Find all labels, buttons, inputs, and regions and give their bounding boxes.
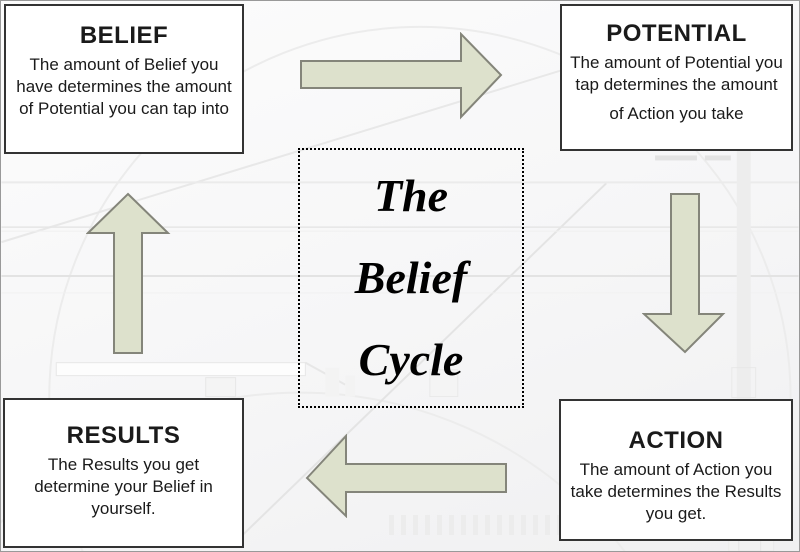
node-potential: POTENTIAL The amount of Potential you ta… — [560, 4, 793, 151]
node-action: ACTION The amount of Action you take det… — [559, 399, 793, 541]
arrow-action-to-results-left-icon — [305, 434, 507, 518]
results-heading: RESULTS — [66, 422, 181, 449]
arrow-left-shape — [305, 434, 507, 518]
arrow-right-shape — [300, 32, 503, 120]
node-belief: BELIEF The amount of Belief you have det… — [4, 4, 244, 154]
potential-body-line2: of Action you take — [609, 104, 744, 123]
potential-body: The amount of Potential you tap determin… — [570, 53, 783, 94]
center-title-line-3: Cycle — [358, 334, 464, 385]
action-body: The amount of Action you take determines… — [570, 460, 782, 523]
arrow-down-shape — [642, 193, 726, 354]
center-title-box: The Belief Cycle — [298, 148, 524, 408]
action-heading: ACTION — [628, 427, 724, 454]
belief-body: The amount of Belief you have determines… — [16, 55, 232, 118]
arrow-potential-to-action-down-icon — [642, 193, 726, 354]
node-results: RESULTS The Results you get determine yo… — [3, 398, 244, 548]
results-body: The Results you get determine your Belie… — [34, 455, 213, 518]
center-title-line-2: Belief — [354, 252, 468, 303]
arrow-results-to-belief-up-icon — [86, 192, 171, 354]
potential-heading: POTENTIAL — [606, 20, 747, 47]
arrow-up-shape — [86, 192, 171, 354]
center-title-line-1: The — [373, 170, 449, 221]
belief-heading: BELIEF — [79, 22, 169, 49]
arrow-belief-to-potential-right-icon — [300, 32, 503, 120]
